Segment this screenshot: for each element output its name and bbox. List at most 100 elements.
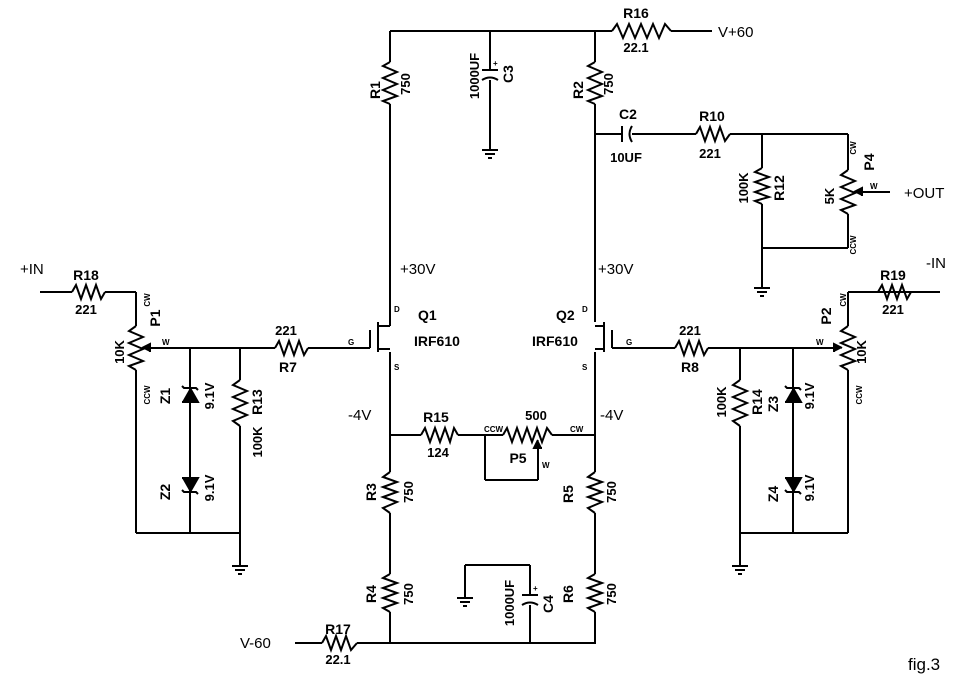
r4-value: 750 xyxy=(401,583,416,605)
r13-value: 100K xyxy=(250,426,265,458)
r4-ref: R4 xyxy=(363,585,379,603)
capacitor-c4: + 1000UF C4 xyxy=(502,580,556,626)
p4-ref: P4 xyxy=(861,153,877,170)
pot-p4: CW CCW W P4 5K xyxy=(822,141,878,255)
c3-ref: C3 xyxy=(500,65,516,83)
r15-ref: R15 xyxy=(423,409,449,425)
z1-ref: Z1 xyxy=(157,388,173,405)
resistor-r6: R6 750 xyxy=(560,573,619,613)
resistor-r12: 100K R12 xyxy=(736,167,787,205)
r12-ref: R12 xyxy=(771,175,787,201)
r8-ref: R8 xyxy=(681,359,699,375)
z2-ref: Z2 xyxy=(157,484,173,501)
r8-value: 221 xyxy=(679,323,701,338)
r19-value: 221 xyxy=(882,302,904,317)
z4-value: 9.1V xyxy=(802,474,817,501)
r13-ref: R13 xyxy=(249,389,265,415)
pot-p5: CCW CW W 500 P5 xyxy=(484,408,584,470)
r17-ref: R17 xyxy=(325,621,351,637)
zener-z1: Z1 9.1V xyxy=(157,382,217,409)
c4-ref: C4 xyxy=(540,595,556,613)
r1-ref: R1 xyxy=(367,81,383,99)
q1-pin-s: S xyxy=(394,363,400,372)
mosfet-q1: D G S Q1 IRF610 xyxy=(348,305,460,372)
resistor-r3: R3 750 xyxy=(363,471,416,514)
resistor-r14: 100K R14 xyxy=(714,379,765,427)
c2-ref: C2 xyxy=(619,106,637,122)
p5-value: 500 xyxy=(525,408,547,423)
r14-value: 100K xyxy=(714,386,729,418)
p1-pin-ccw: CCW xyxy=(143,385,152,405)
q2-ref: Q2 xyxy=(556,307,575,323)
pot-p1: CW CCW W P1 10K xyxy=(112,293,170,405)
capacitor-c3: + 1000UF C3 xyxy=(467,53,516,99)
resistor-r5: R5 750 xyxy=(560,471,619,514)
q2-drain-bias: +30V xyxy=(598,261,633,278)
q1-source-bias: -4V xyxy=(348,407,371,424)
q1-ref: Q1 xyxy=(418,307,437,323)
zener-z4: Z4 9.1V xyxy=(765,474,817,502)
q2-source-bias: -4V xyxy=(600,407,623,424)
r10-value: 221 xyxy=(699,146,721,161)
p2-ref: P2 xyxy=(818,307,834,324)
p4-pin-w: W xyxy=(870,182,878,191)
p4-pin-cw: CW xyxy=(849,141,858,155)
p2-pin-w: W xyxy=(816,338,824,347)
c4-value: 1000UF xyxy=(502,580,517,626)
ground-right xyxy=(732,565,748,575)
resistor-r4: R4 750 xyxy=(363,573,416,613)
z3-value: 9.1V xyxy=(802,382,817,409)
wiring xyxy=(40,30,940,644)
c3-plus: + xyxy=(493,59,498,68)
z4-ref: Z4 xyxy=(765,486,781,503)
zener-z2: Z2 9.1V xyxy=(157,474,217,501)
r16-value: 22.1 xyxy=(623,40,648,55)
p5-pin-ccw: CCW xyxy=(484,425,504,434)
resistor-r10: R10 221 xyxy=(695,108,731,161)
capacitor-c2: C2 10UF xyxy=(610,106,642,165)
p4-pin-ccw: CCW xyxy=(849,235,858,255)
input-pos-label: +IN xyxy=(20,261,44,278)
q1-drain-bias: +30V xyxy=(400,261,435,278)
resistor-r1: R1 750 xyxy=(367,61,413,105)
q1-part: IRF610 xyxy=(414,333,460,349)
resistor-r16: R16 22.1 xyxy=(611,5,672,55)
p5-pin-cw: CW xyxy=(570,425,584,434)
r12-value: 100K xyxy=(736,172,751,204)
q2-part: IRF610 xyxy=(532,333,578,349)
r5-value: 750 xyxy=(604,481,619,503)
p5-pin-w: W xyxy=(542,461,550,470)
r18-value: 221 xyxy=(75,302,97,317)
r7-ref: R7 xyxy=(279,359,297,375)
p5-ref: P5 xyxy=(509,450,526,466)
resistor-r17: R17 22.1 xyxy=(321,621,358,667)
p1-value: 10K xyxy=(112,339,127,363)
c2-value: 10UF xyxy=(610,150,642,165)
resistor-r8: 221 R8 xyxy=(674,323,709,375)
r17-value: 22.1 xyxy=(325,652,350,667)
p2-pin-cw: CW xyxy=(839,293,848,307)
resistor-r7: 221 R7 xyxy=(274,323,309,375)
r3-value: 750 xyxy=(401,481,416,503)
p1-pin-cw: CW xyxy=(143,293,152,307)
ground-c4 xyxy=(457,597,473,607)
resistor-r19: R19 221 xyxy=(877,267,912,317)
r2-value: 750 xyxy=(601,73,616,95)
q2-pin-s: S xyxy=(582,363,588,372)
mosfet-q2: D G S Q2 IRF610 xyxy=(532,305,632,372)
z1-value: 9.1V xyxy=(202,382,217,409)
r18-ref: R18 xyxy=(73,267,99,283)
ground-left xyxy=(232,565,248,575)
resistor-r13: R13 100K xyxy=(230,379,265,458)
ground-c3 xyxy=(482,149,498,159)
input-neg-label: -IN xyxy=(926,255,946,272)
q2-pin-g: G xyxy=(626,338,632,347)
r2-ref: R2 xyxy=(570,81,586,99)
output-label: +OUT xyxy=(904,185,944,202)
resistor-r2: R2 750 xyxy=(570,61,616,105)
p1-ref: P1 xyxy=(147,309,163,326)
r14-ref: R14 xyxy=(749,389,765,415)
r1-value: 750 xyxy=(398,73,413,95)
r15-value: 124 xyxy=(427,445,449,460)
r16-ref: R16 xyxy=(623,5,649,21)
